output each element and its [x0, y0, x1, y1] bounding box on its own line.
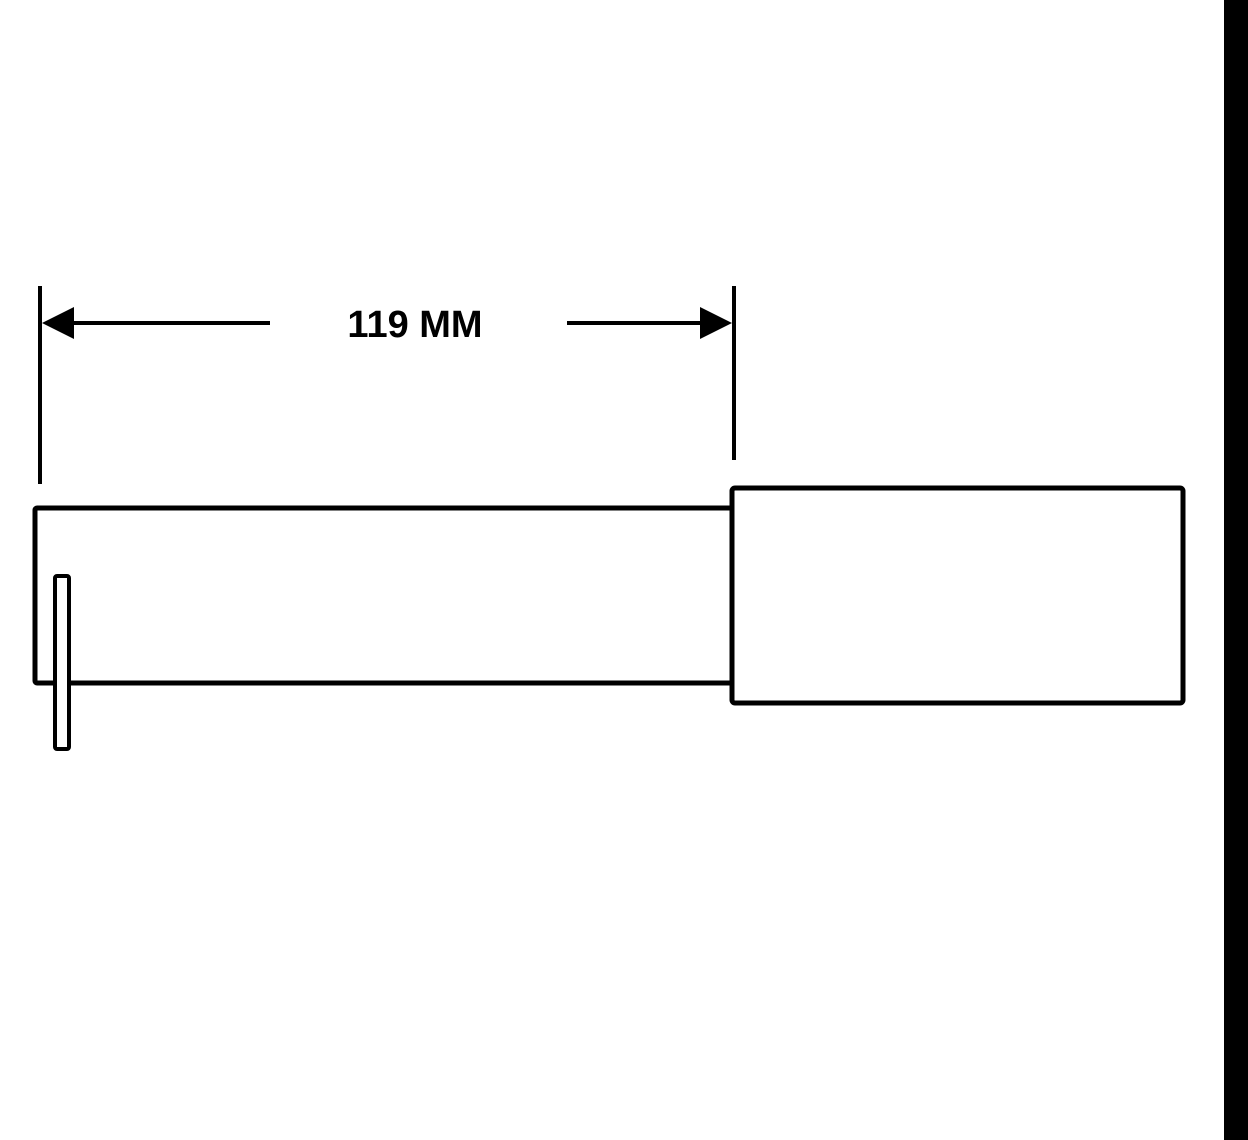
page-edge-border: [1224, 0, 1248, 1140]
dimension-arrow-left: [42, 307, 74, 339]
dimension-label: 119 MM: [347, 304, 482, 346]
cross-pin: [53, 574, 71, 751]
tool-handle: [729, 485, 1186, 706]
tool-shaft: [32, 505, 738, 686]
dimension-arrow-right: [700, 307, 732, 339]
